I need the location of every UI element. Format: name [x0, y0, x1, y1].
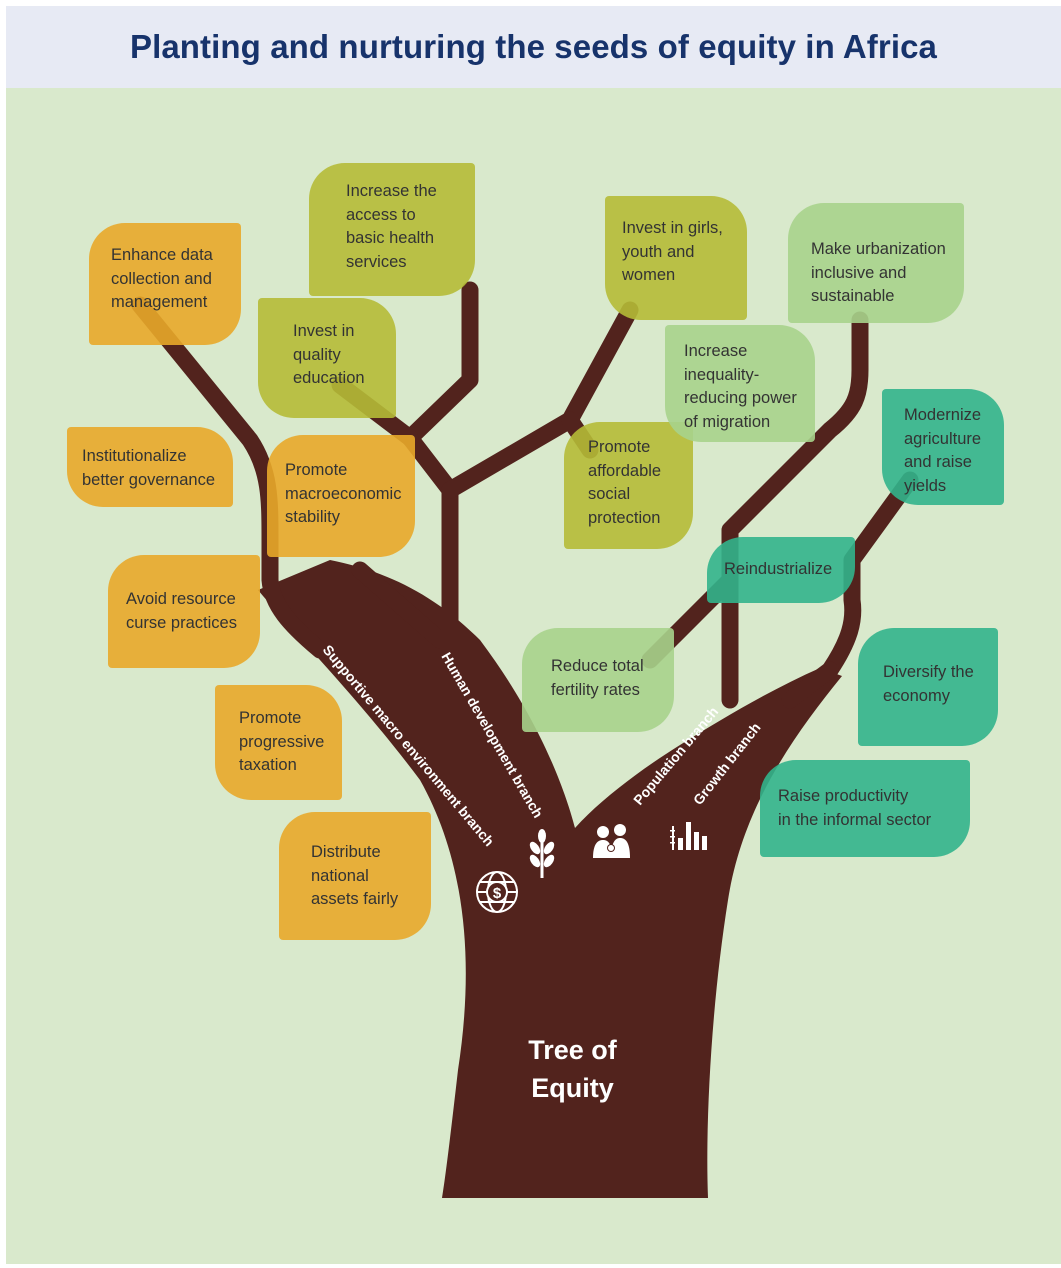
leaf-text-health-services: Increase the access to basic health serv…: [346, 182, 437, 271]
wheat-icon: [529, 829, 555, 878]
trunk-label: Tree of Equity: [528, 1035, 617, 1103]
leaf-macroeconomic: [267, 435, 415, 557]
leaf-migration: [665, 325, 815, 442]
tree-trunk: [258, 560, 842, 1198]
leaf-text-institutionalize: Institutionalize better governance: [82, 447, 216, 489]
globe-dollar-icon: $: [476, 871, 518, 913]
leaf-agriculture: [882, 389, 1004, 505]
leaf-institutionalize: [67, 427, 233, 507]
leaf-distribute-assets: [279, 812, 431, 940]
family-icon: [593, 824, 630, 858]
leaf-quality-education: [258, 298, 396, 418]
branch-population-main: [721, 311, 869, 709]
branch-growth-reindustrialize: [781, 661, 839, 709]
leaf-text-distribute-assets: Distribute national assets fairly: [311, 843, 399, 908]
leaf-enhance-data: [89, 223, 241, 345]
svg-text:$: $: [493, 885, 502, 902]
leaf-text-social-protection: Promote affordable social protection: [588, 438, 662, 527]
leaf-text-reindustrialize: Reindustrialize: [724, 560, 833, 578]
leaf-resource-curse: [108, 555, 260, 668]
leaf-text-diversify: Diversify the economy: [883, 663, 974, 705]
bar-chart-icon: [670, 822, 707, 850]
leaf-text-migration: Increase inequality- reducing power of m…: [684, 342, 797, 431]
leaf-informal-sector: [760, 760, 970, 857]
leaf-diversify: [858, 628, 998, 746]
leaf-girls-youth: [605, 196, 747, 320]
leaf-social-protection: [564, 422, 693, 549]
leaf-text-resource-curse: Avoid resource curse practices: [126, 590, 237, 632]
leaf-text-progressive-taxation: Promote progressive taxation: [239, 709, 325, 774]
page-title: Planting and nurturing the seeds of equi…: [129, 28, 938, 65]
leaf-text-quality-education: Invest in quality education: [293, 322, 365, 387]
branch-growth-main: [821, 471, 919, 679]
leaf-text-enhance-data: Enhance data collection and management: [111, 246, 213, 311]
leaf-text-fertility-rates: Reduce total fertility rates: [551, 657, 644, 699]
leaf-text-urbanization: Make urbanization inclusive and sustaina…: [811, 240, 946, 305]
leaf-text-informal-sector: Raise productivity in the informal secto…: [778, 787, 932, 829]
title-bar: Planting and nurturing the seeds of equi…: [6, 6, 1061, 88]
leaf-reindustrialize: [707, 537, 855, 603]
leaf-text-girls-youth: Invest in girls, youth and women: [622, 219, 723, 284]
leaf-text-agriculture: Modernize agriculture and raise yields: [904, 406, 982, 495]
leaf-fertility-rates: [522, 628, 674, 732]
leaf-progressive-taxation: [215, 685, 342, 800]
branch-macro-inner: [351, 561, 449, 649]
leaf-health-services: [309, 163, 475, 296]
leaf-urbanization: [788, 203, 964, 323]
leaf-text-macroeconomic: Promote macroeconomic stability: [285, 461, 402, 526]
